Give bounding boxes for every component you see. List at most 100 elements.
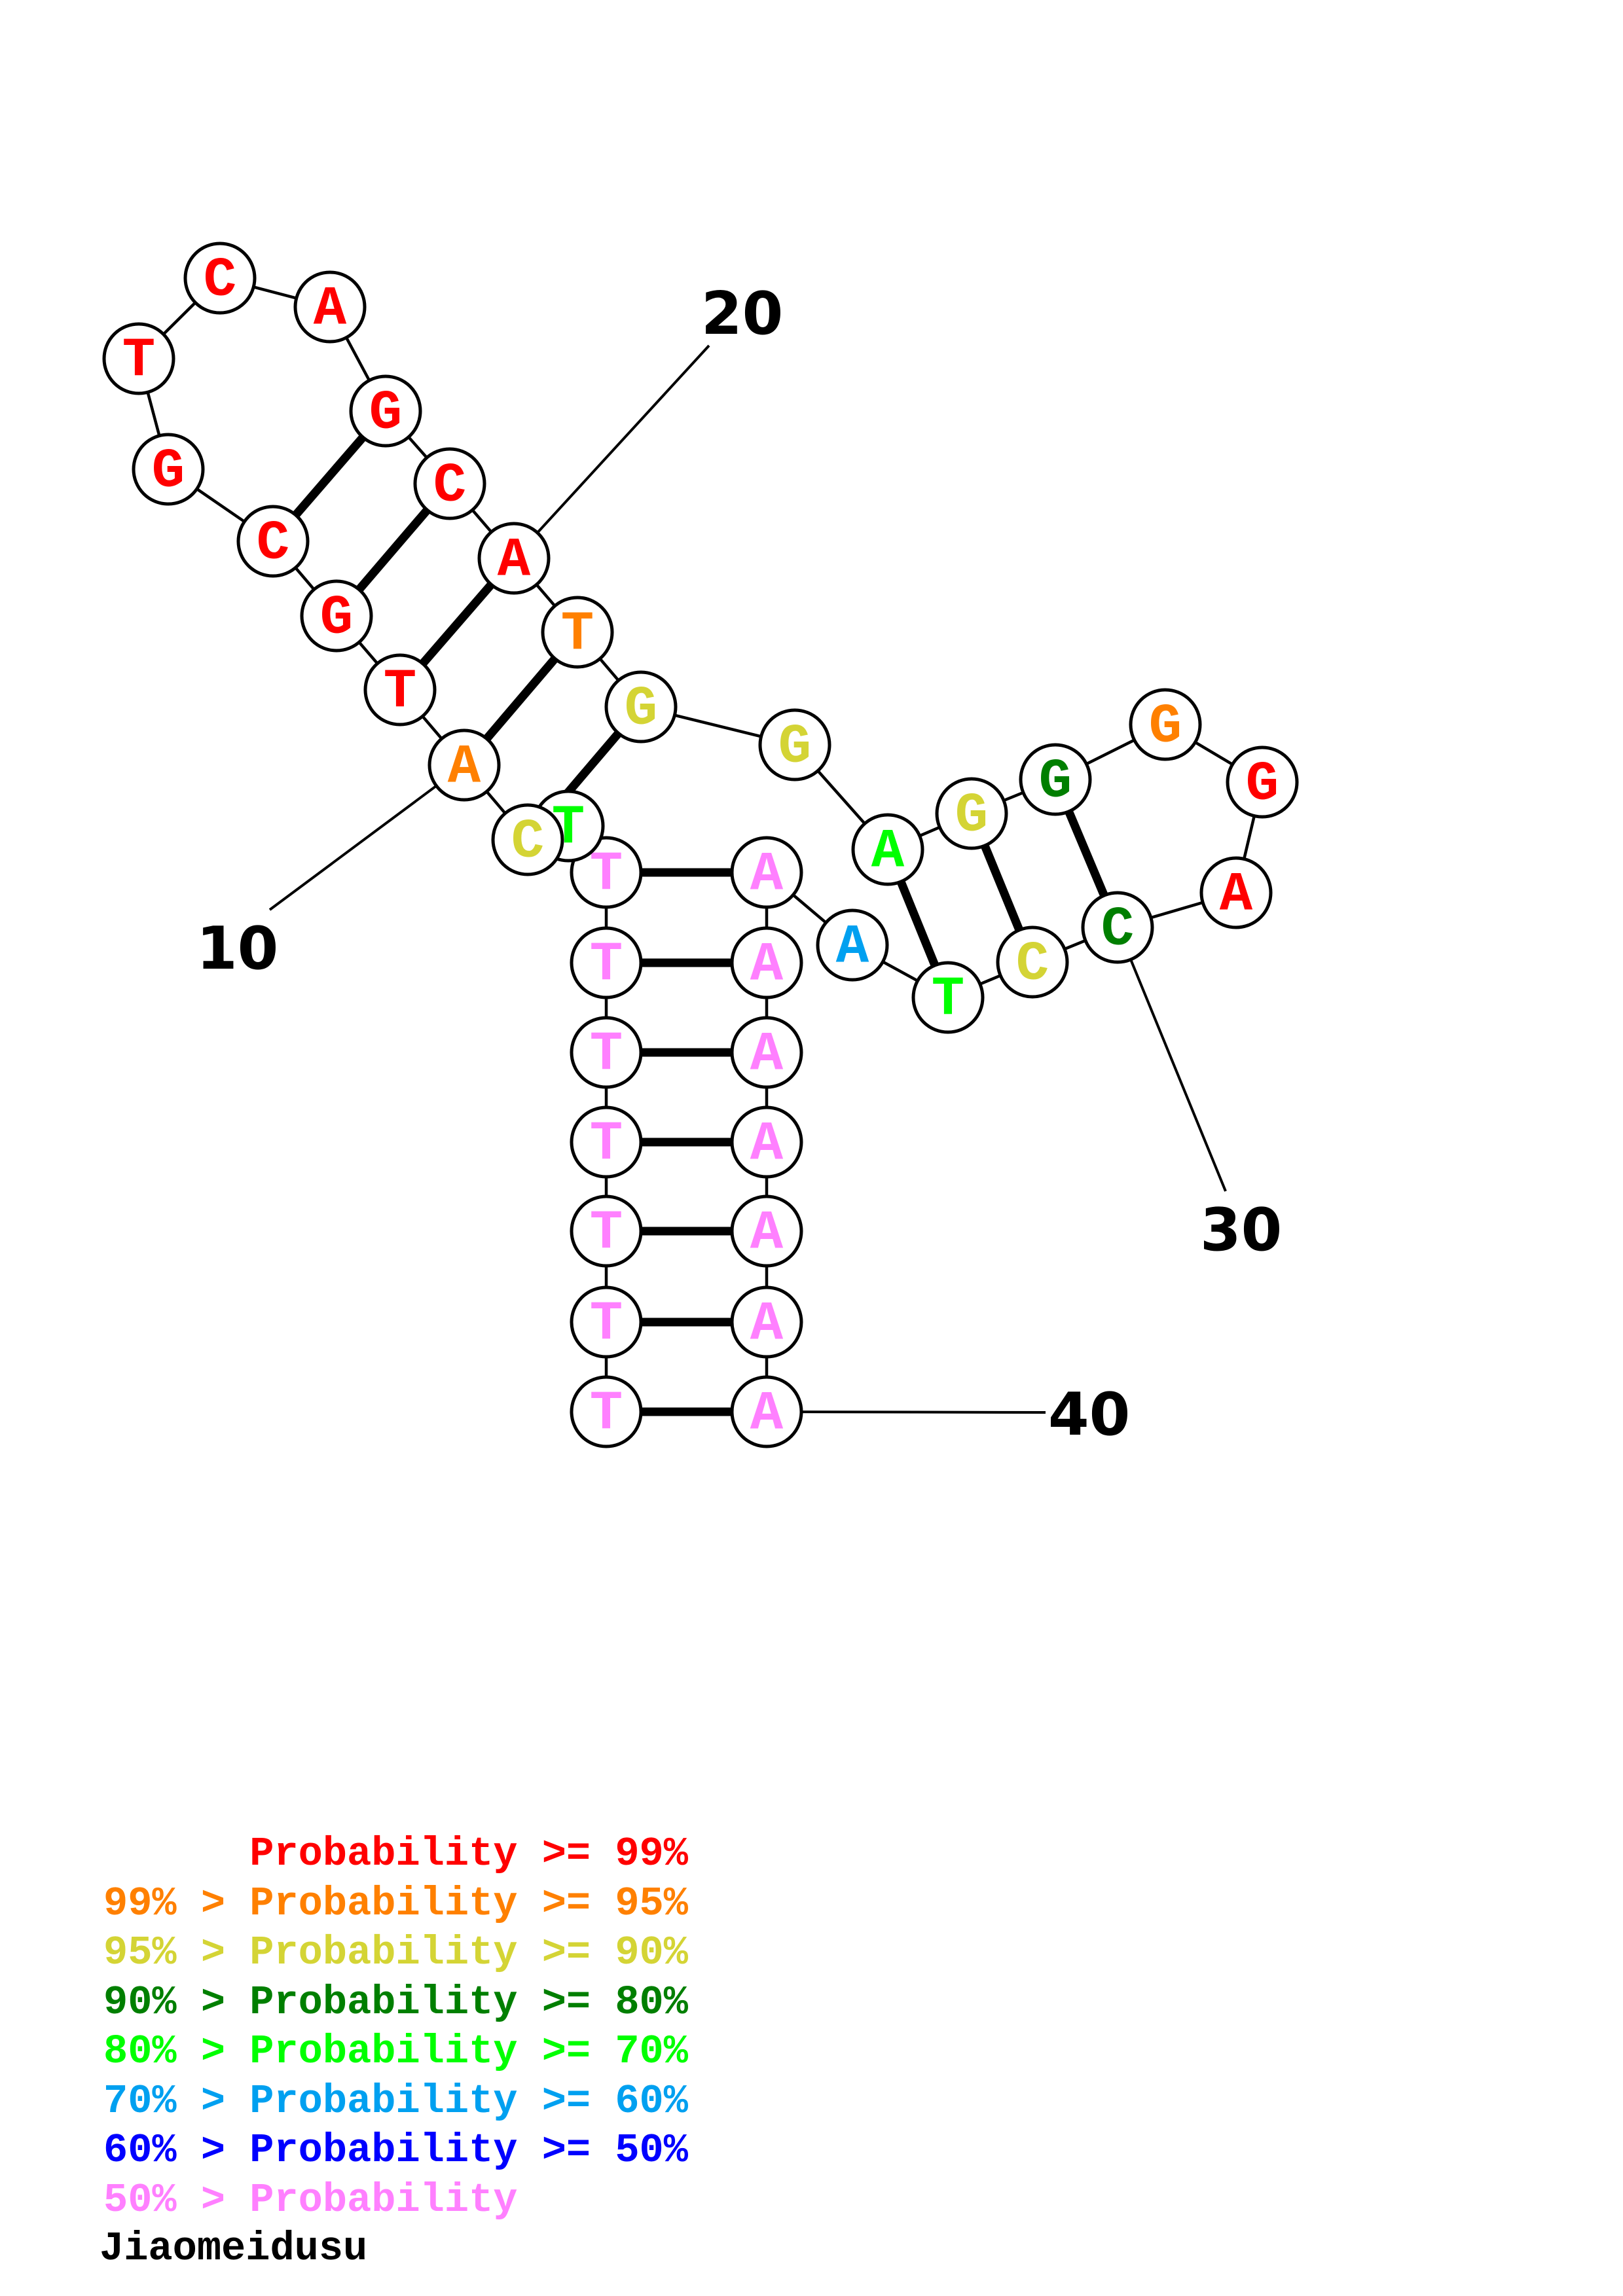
nucleotide-11: T	[363, 653, 437, 726]
nucleotide-circle	[183, 242, 257, 315]
base-pair-lines	[292, 434, 1108, 1416]
nucleotide-circle	[758, 708, 831, 781]
nucleotide-circle	[1226, 745, 1299, 819]
nucleotide-letter: G	[778, 717, 811, 779]
nucleotide-circle	[730, 1285, 803, 1359]
nucleotide-23: G	[758, 708, 831, 781]
position-tick-lines	[268, 344, 1227, 1414]
legend-row-50-60: 60% > Probability >= 50%	[103, 2127, 688, 2174]
legend-row-95-99: 99% > Probability >= 95%	[103, 1880, 688, 1927]
nucleotide-circle	[1019, 743, 1092, 816]
nucleotide-letter: G	[1039, 751, 1072, 814]
nucleotide-15: T	[102, 322, 175, 395]
nucleotide-25: G	[935, 777, 1008, 850]
nucleotide-20: A	[477, 522, 551, 595]
nucleotide-circle	[730, 836, 803, 909]
base-pair-26-30	[1065, 810, 1108, 897]
nucleotide-letter: A	[750, 1384, 784, 1446]
nucleotide-circle	[996, 925, 1069, 999]
position-label-30: 30	[1200, 1196, 1282, 1265]
nucleotide-1: T	[570, 1375, 643, 1448]
base-pair-25-31	[981, 844, 1023, 932]
nucleotide-29: A	[1199, 856, 1273, 929]
nucleotide-22: G	[604, 670, 678, 744]
nucleotide-circle	[730, 1375, 803, 1448]
nucleotide-letter: C	[1016, 934, 1049, 996]
nucleotide-circle	[1081, 891, 1154, 964]
nucleotide-letter: T	[932, 969, 964, 1031]
nucleotide-16: C	[183, 242, 257, 315]
nucleotide-letter: G	[320, 588, 353, 650]
nucleotide-letter: A	[750, 1114, 784, 1176]
nucleotide-circle	[413, 447, 486, 520]
nucleotide-letter: G	[369, 383, 402, 445]
nucleotide-letter: C	[433, 456, 466, 518]
nucleotide-circle	[477, 522, 551, 595]
nucleotide-circle	[911, 961, 985, 1034]
nucleotide-letter: G	[625, 679, 657, 741]
base-pair-24-32	[896, 880, 939, 967]
nucleotide-6: T	[570, 926, 643, 999]
nucleotide-31: C	[996, 925, 1069, 999]
nucleotide-circle	[300, 579, 373, 653]
nucleotide-circle	[570, 1375, 643, 1448]
nucleotide-letter: A	[750, 1294, 784, 1356]
nucleotide-14: G	[132, 433, 205, 506]
nucleotide-letter: A	[750, 935, 784, 997]
nucleotide-letter: T	[590, 1114, 623, 1176]
nucleotide-3: T	[570, 1194, 643, 1268]
nucleotide-letter: T	[122, 331, 155, 393]
nucleotide-circle	[730, 926, 803, 999]
nucleotide-letter: A	[836, 917, 869, 979]
nucleotide-circle	[1129, 688, 1202, 761]
nucleotide-4: T	[570, 1105, 643, 1179]
nucleotide-letter: A	[314, 279, 347, 341]
base-pair-10-21	[483, 656, 558, 742]
nucleotide-39: A	[730, 1285, 803, 1359]
position-tick-30	[1116, 927, 1227, 1192]
position-labels: 10 20 30 40	[196, 279, 1282, 1449]
backbone-lines	[137, 276, 1264, 1412]
position-label-20: 20	[701, 279, 783, 348]
nucleotide-33: A	[816, 908, 889, 982]
nucleotide-circle	[816, 908, 889, 982]
nucleotide-letter: A	[448, 737, 481, 799]
legend-row-90-95: 95% > Probability >= 90%	[103, 1929, 688, 1976]
nucleotide-12: G	[300, 579, 373, 653]
position-tick-20	[513, 344, 710, 560]
nucleotide-2: T	[570, 1285, 643, 1359]
nucleotide-9: C	[491, 803, 564, 876]
nucleotide-circle	[730, 1105, 803, 1179]
nucleotide-37: A	[730, 1105, 803, 1179]
position-tick-10	[268, 764, 465, 911]
nucleotide-28: G	[1226, 745, 1299, 819]
legend-row-60-70: 70% > Probability >= 60%	[103, 2077, 688, 2125]
nucleotide-13: C	[236, 505, 310, 578]
nucleotide-letter: C	[511, 812, 544, 874]
nucleotide-letter: A	[750, 1024, 784, 1086]
nucleotide-letter: T	[590, 1024, 623, 1086]
nucleotide-letter: G	[152, 441, 185, 503]
nucleotide-letter: C	[1101, 899, 1134, 961]
nucleotide-letter: T	[590, 1203, 623, 1265]
author-label: Jiaomeidusu	[100, 2225, 368, 2272]
nucleotide-circle	[349, 374, 422, 448]
nucleotide-letter: T	[590, 1294, 623, 1356]
nucleotide-letter: C	[204, 250, 236, 312]
nucleotide-letter: T	[590, 1384, 623, 1446]
nucleotide-letter: A	[498, 530, 531, 592]
legend-row-lt50: 50% > Probability	[103, 2176, 518, 2223]
nucleotide-letter: A	[750, 1203, 784, 1265]
base-pair-13-18	[292, 434, 367, 518]
nucleotide-30: C	[1081, 891, 1154, 964]
legend-row-ge99: Probability >= 99%	[103, 1831, 688, 1877]
nucleotide-38: A	[730, 1194, 803, 1268]
nucleotide-letter: A	[871, 821, 905, 884]
nucleotide-letter: A	[1220, 865, 1253, 927]
nucleotide-circle	[491, 803, 564, 876]
nucleotide-circle	[730, 1194, 803, 1268]
legend-row-80-90: 90% > Probability >= 80%	[103, 1979, 688, 2026]
nucleotide-18: G	[349, 374, 422, 448]
nucleotide-circle	[570, 1016, 643, 1089]
